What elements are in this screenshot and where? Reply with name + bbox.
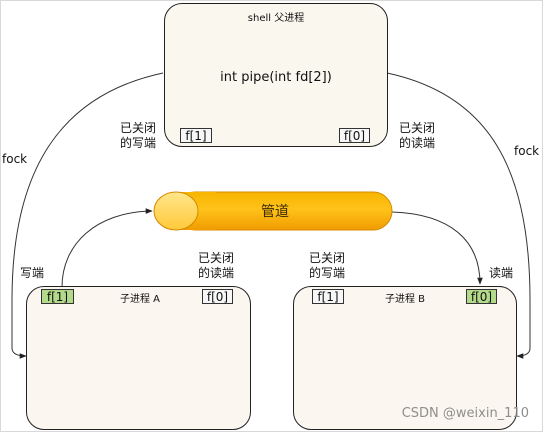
child-a-write-port: f[1] bbox=[41, 289, 74, 304]
parent-closed-write-label-2: 的写端 bbox=[120, 136, 157, 150]
parent-closed-read-label-2: 的读端 bbox=[399, 136, 436, 150]
child-a-read-port: f[0] bbox=[202, 289, 233, 304]
child-b-read-label: 读端 bbox=[489, 266, 514, 280]
parent-write-port: f[1] bbox=[180, 128, 212, 143]
child-a-title: 子进程 A bbox=[119, 294, 161, 305]
fork-right-arrow bbox=[386, 72, 531, 359]
child-a-box: f[1] 子进程 A f[0] bbox=[26, 286, 251, 430]
fork-left-label: fock bbox=[2, 152, 28, 166]
child-b-box: f[1] 子进程 B f[0] bbox=[293, 286, 517, 430]
pipe-cylinder bbox=[153, 191, 393, 231]
write-to-pipe-arrow bbox=[61, 208, 153, 288]
pipe-call-text: int pipe(int fd[2]) bbox=[220, 70, 332, 85]
child-b-write-port: f[1] bbox=[312, 289, 344, 304]
pipe-to-read-arrow bbox=[391, 211, 483, 285]
parent-process-title: shell 父进程 bbox=[247, 13, 305, 24]
child-b-closed-write-label-2: 的写端 bbox=[309, 266, 346, 280]
fork-right-label: fock bbox=[514, 144, 540, 158]
child-b-read-port: f[0] bbox=[466, 289, 497, 304]
child-a-closed-read-label-1: 已关闭 bbox=[198, 251, 235, 265]
child-a-closed-read-label-2: 的读端 bbox=[198, 266, 235, 280]
pipe-label: 管道 bbox=[261, 204, 289, 220]
watermark: CSDN @weixin_110 bbox=[401, 406, 529, 421]
parent-closed-write-label-1: 已关闭 bbox=[120, 121, 157, 135]
child-a-write-label: 写端 bbox=[20, 266, 45, 280]
parent-process-box: shell 父进程 int pipe(int fd[2]) f[1] f[0] bbox=[164, 3, 388, 147]
fork-left-arrow bbox=[11, 72, 164, 359]
child-b-title: 子进程 B bbox=[384, 294, 426, 305]
parent-closed-read-label-1: 已关闭 bbox=[399, 121, 436, 135]
parent-read-port: f[0] bbox=[339, 128, 370, 143]
child-b-closed-write-label-1: 已关闭 bbox=[309, 251, 346, 265]
